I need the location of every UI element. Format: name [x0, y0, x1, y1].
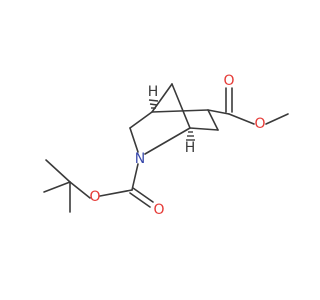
boc-group — [43, 159, 154, 213]
atom-o-boc-ether: O — [89, 189, 100, 205]
atom-o-boc-carbonyl: O — [153, 202, 164, 218]
bond-c5-c4 — [189, 127, 219, 131]
bicyclic-core — [129, 83, 219, 155]
methyl-ester-group — [207, 87, 289, 125]
bond-c3-n — [129, 127, 139, 153]
bond-c6-c5 — [207, 109, 219, 131]
bond-ether-o-methyl — [265, 113, 289, 125]
stereo-hash-bottom — [186, 131, 195, 141]
bond-boc-double-2 — [129, 192, 151, 208]
atom-o-ester-carbonyl: O — [223, 73, 234, 89]
atom-labels: O O N O O H H — [89, 73, 265, 218]
bond-c1-c6 — [151, 109, 209, 113]
atom-h-bridgehead-top: H — [148, 84, 159, 100]
stereo-hash-top — [148, 99, 159, 109]
chemical-structure-diagram: O O N O O H H — [43, 73, 289, 218]
bond-boc-c-ether-o — [99, 189, 133, 197]
atom-n-ring: N — [135, 151, 145, 167]
bond-boc-double-1 — [132, 187, 154, 203]
atom-o-ester-ether: O — [254, 116, 265, 132]
bond-tbu-methyl-2 — [43, 181, 71, 193]
bond-n-c4 — [144, 127, 191, 155]
bond-carbonyl-c-ether-o — [228, 113, 255, 125]
atom-h-bridgehead-bottom: H — [185, 140, 196, 156]
bond-bridge-c4 — [171, 83, 191, 129]
bond-ether-o-tbu-c — [69, 181, 91, 199]
bond-c1-c3 — [129, 111, 153, 129]
bond-tbu-methyl-1 — [45, 159, 71, 183]
bond-n-boc-c — [131, 163, 139, 191]
bond-c6-carbonyl-c — [207, 109, 230, 115]
